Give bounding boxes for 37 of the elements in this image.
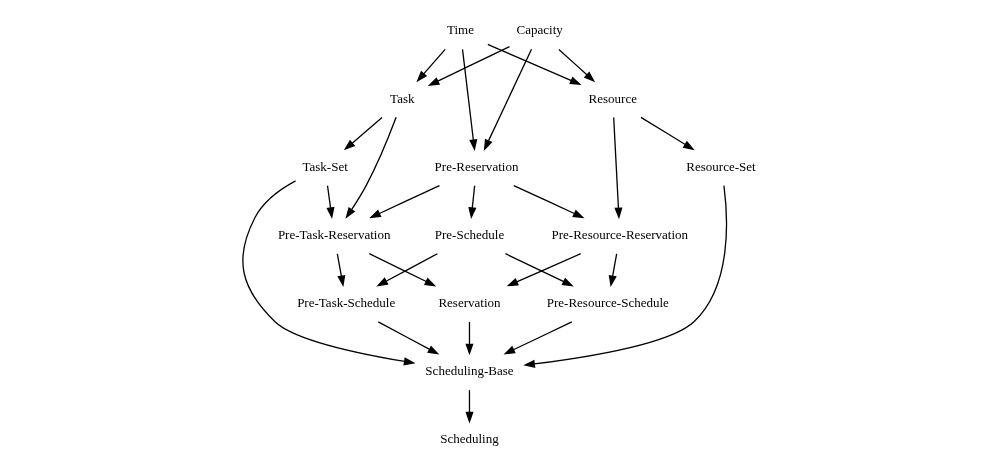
arrow (465, 320, 474, 355)
arrow (483, 48, 533, 151)
arrow (416, 48, 446, 82)
arrow (487, 43, 582, 85)
node-text: Resource (588, 90, 638, 106)
arrow (377, 320, 440, 355)
arrow (558, 48, 596, 82)
node-text: Pre-Reservation (434, 158, 519, 174)
arrow (465, 389, 474, 423)
node-text: Time (446, 21, 474, 37)
arrow (336, 252, 346, 287)
arrow (468, 184, 477, 219)
node-text: Resource-Set (686, 158, 756, 174)
node-text: Task-Set (302, 158, 348, 174)
arrow (613, 116, 623, 219)
node-text: Pre-Schedule (434, 226, 505, 242)
arrow (369, 184, 441, 218)
node-text: Pre-Resource-Schedule (546, 294, 669, 310)
node-text: Reservation (438, 294, 501, 310)
arrow (461, 48, 478, 151)
node-text: Capacity (516, 21, 563, 37)
arrow (242, 179, 416, 365)
arrow (608, 252, 618, 287)
node-text: Scheduling (440, 430, 499, 446)
node-text: Task (390, 90, 415, 106)
arrow (503, 320, 573, 355)
node-text: Scheduling-Base (425, 362, 514, 378)
arrow (343, 116, 383, 150)
arrow (345, 116, 397, 219)
arrow (326, 184, 335, 219)
arrow (513, 184, 585, 218)
node-text: Pre-Resource-Reservation (551, 226, 689, 242)
arrow (427, 45, 511, 86)
node-text: Pre-Task-Schedule (297, 294, 396, 310)
arrow (640, 116, 695, 150)
node-text: Pre-Task-Reservation (277, 226, 391, 242)
arrow (523, 184, 728, 368)
